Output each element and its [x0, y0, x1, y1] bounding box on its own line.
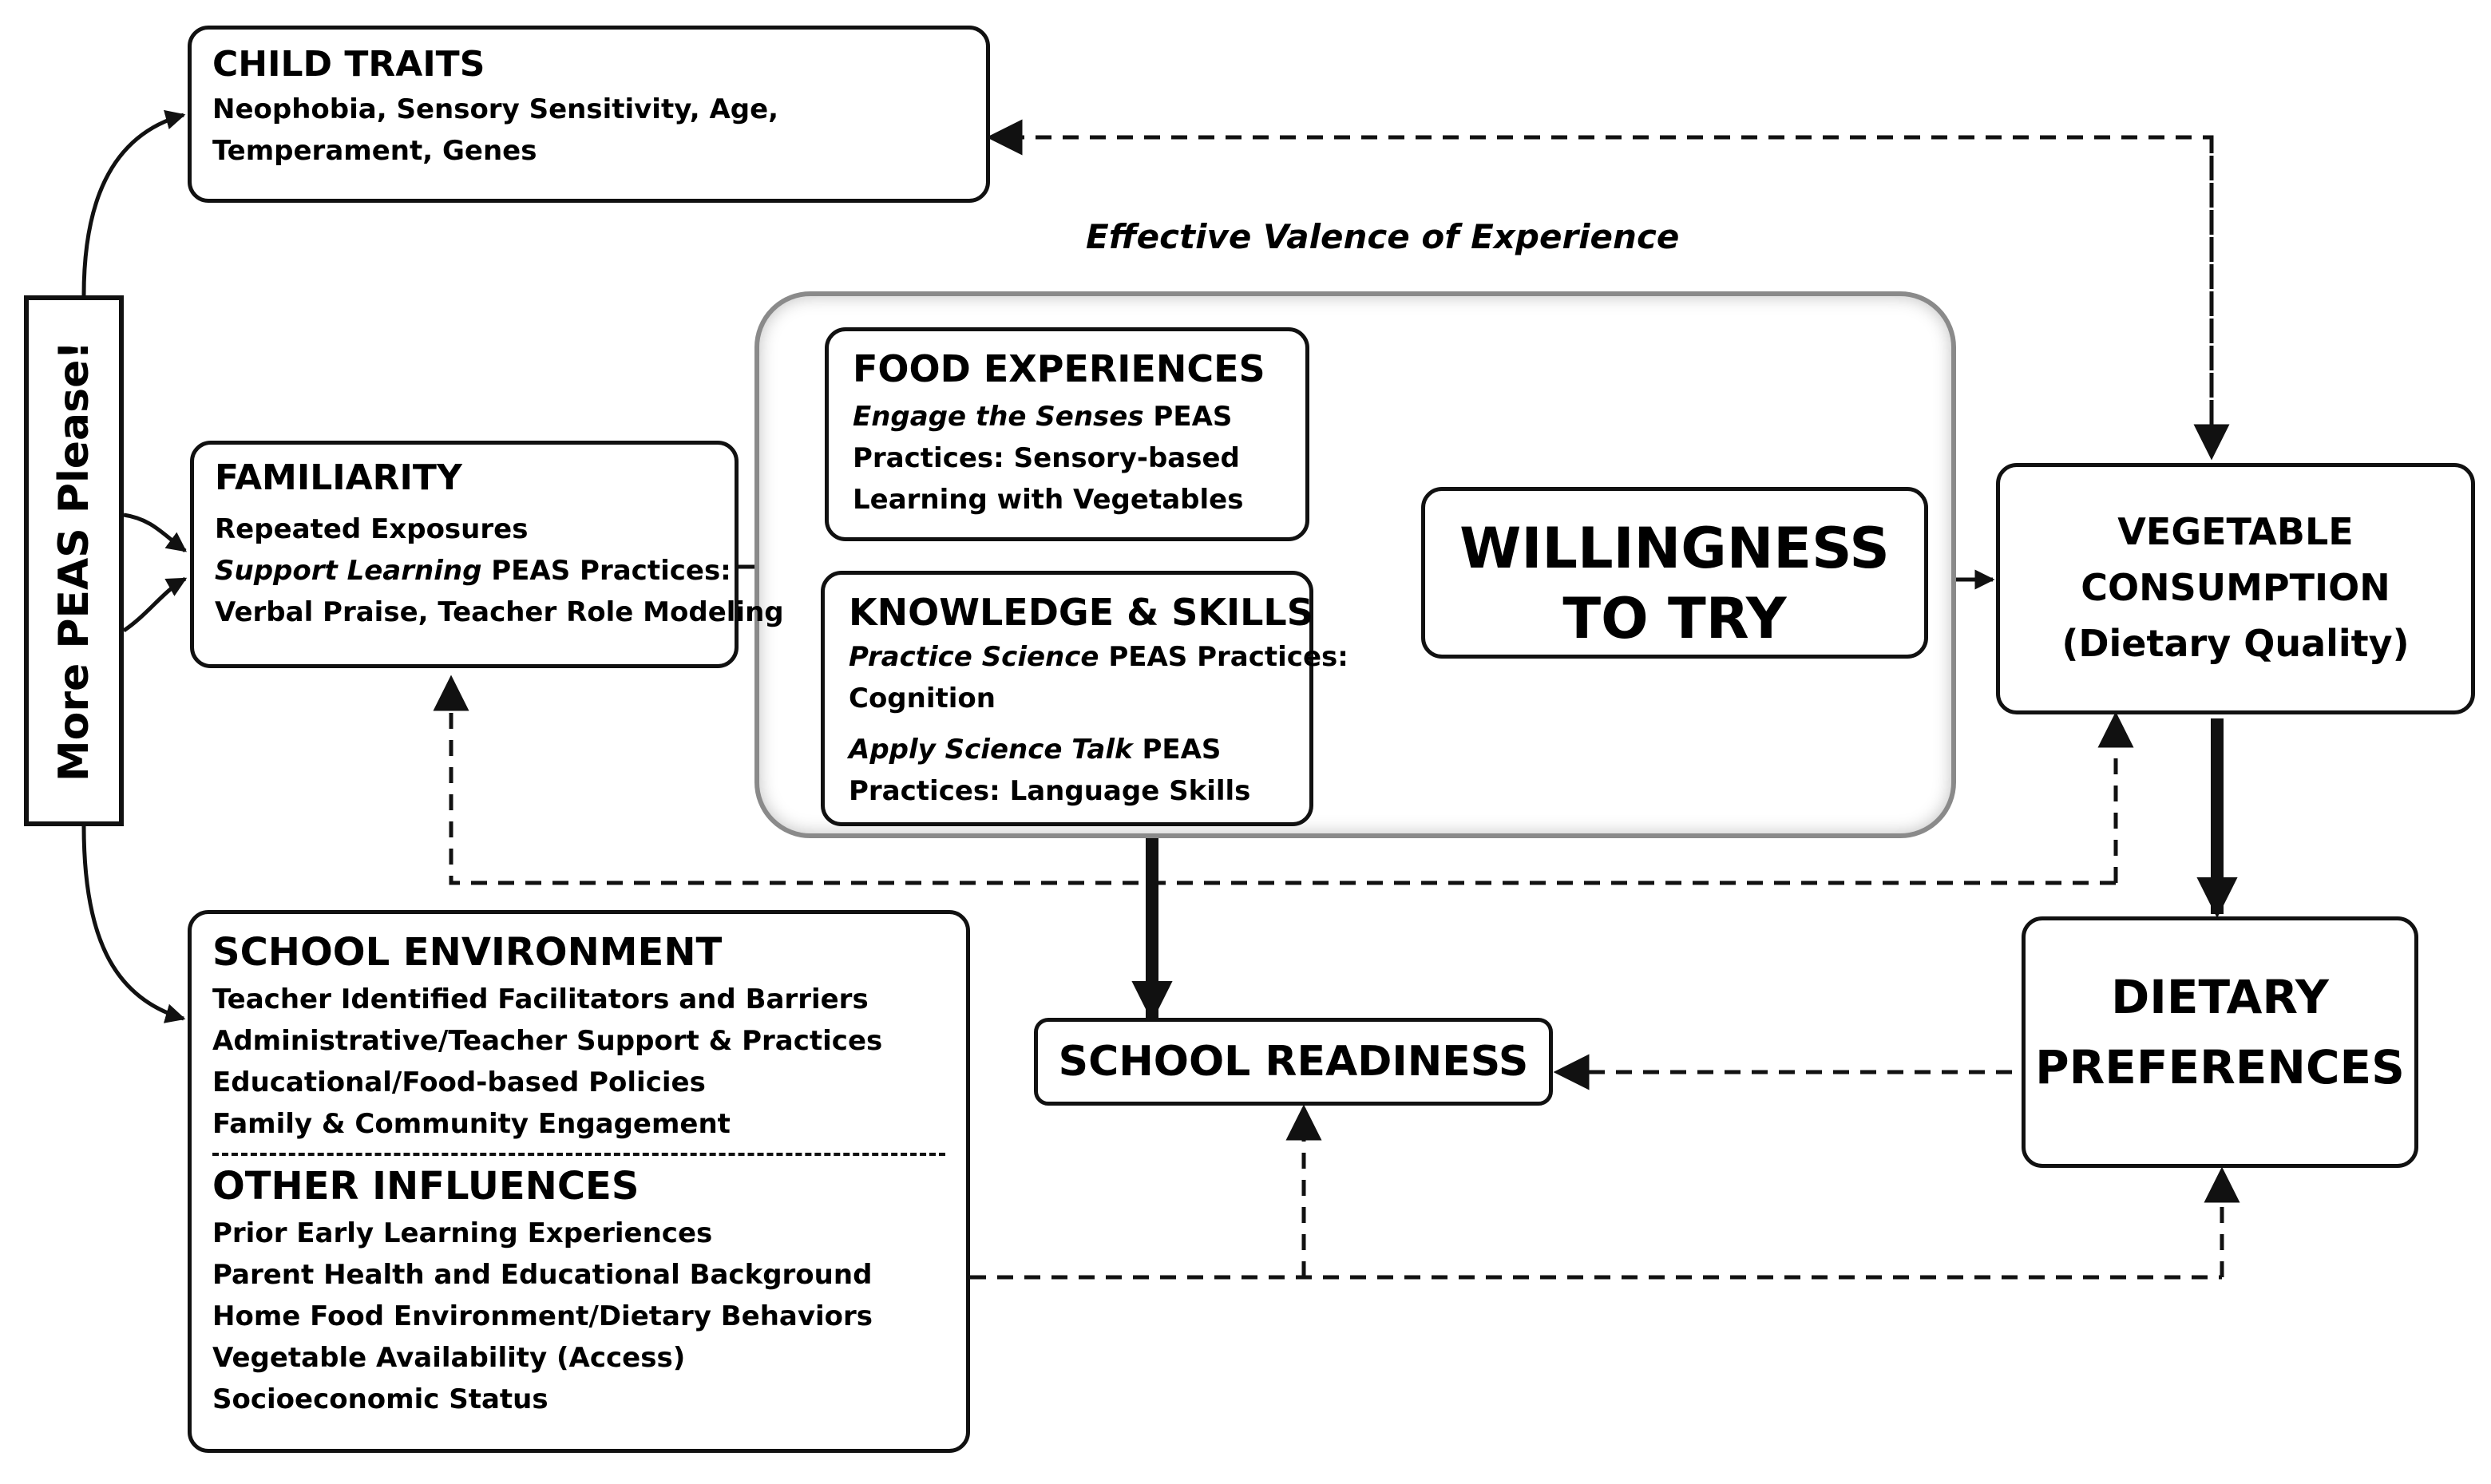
more-peas-please-bar: More PEAS Please!	[24, 295, 124, 826]
apply-science-talk-text: Apply Science Talk	[849, 733, 1133, 766]
school-environment-line: Administrative/Teacher Support & Practic…	[212, 1024, 883, 1057]
familiarity-title: FAMILIARITY	[215, 457, 462, 498]
section-divider	[212, 1152, 945, 1156]
food-experiences-line: Learning with Vegetables	[853, 483, 1244, 516]
food-experiences-box: FOOD EXPERIENCES Engage the Senses PEAS …	[825, 327, 1309, 541]
school-environment-line: Educational/Food-based Policies	[212, 1066, 706, 1098]
willingness-to-try-box: WILLINGNESS TO TRY	[1421, 487, 1928, 659]
knowledge-skills-line: Cognition	[849, 682, 996, 714]
peas-text: PEAS	[1143, 400, 1233, 433]
other-influences-line: Prior Early Learning Experiences	[212, 1217, 713, 1249]
other-influences-line: Socioeconomic Status	[212, 1383, 548, 1415]
knowledge-skills-line: Practice Science PEAS Practices:	[849, 636, 1348, 678]
arrow-sidebar-to-school-environment	[81, 825, 186, 1023]
other-influences-title: OTHER INFLUENCES	[212, 1163, 640, 1209]
food-experiences-title: FOOD EXPERIENCES	[853, 347, 1265, 390]
engage-senses-text: Engage the Senses	[853, 400, 1144, 433]
food-experiences-line: Engage the Senses PEAS	[853, 396, 1281, 437]
child-traits-title: CHILD TRAITS	[212, 44, 485, 85]
vegetable-consumption-box: VEGETABLE CONSUMPTION (Dietary Quality)	[1996, 463, 2475, 714]
knowledge-skills-title: KNOWLEDGE & SKILLS	[849, 591, 1313, 634]
arrow-sidebar-to-child-traits	[81, 109, 186, 296]
child-traits-box: CHILD TRAITS Neophobia, Sensory Sensitiv…	[188, 26, 990, 203]
child-traits-line: Neophobia, Sensory Sensitivity, Age,	[212, 93, 779, 126]
vegetable-consumption-line: VEGETABLE	[2117, 510, 2354, 553]
familiarity-line: Verbal Praise, Teacher Role Modeling	[215, 596, 784, 629]
knowledge-skills-box: KNOWLEDGE & SKILLS Practice Science PEAS…	[821, 571, 1348, 826]
other-influences-line: Parent Health and Educational Background	[212, 1258, 873, 1291]
knowledge-skills-line: Apply Science Talk PEAS	[849, 729, 1285, 770]
school-environment-box: SCHOOL ENVIRONMENT Teacher Identified Fa…	[188, 910, 970, 1453]
familiarity-line: Repeated Exposures	[215, 513, 529, 546]
vegetable-consumption-line: CONSUMPTION	[2081, 566, 2390, 609]
peas-practices-text: PEAS Practices:	[1099, 640, 1348, 673]
school-environment-line: Teacher Identified Facilitators and Barr…	[212, 983, 869, 1015]
dietary-preferences-line: PREFERENCES	[2035, 1040, 2405, 1094]
vegetable-consumption-line: (Dietary Quality)	[2061, 622, 2410, 665]
school-readiness-label: SCHOOL READINESS	[1058, 1038, 1529, 1086]
support-learning-text: Support Learning	[215, 555, 482, 588]
school-readiness-box: SCHOOL READINESS	[1034, 1018, 1553, 1106]
dashed-arrow-loop-to-familiarity	[433, 675, 2116, 885]
arrow-sidebar-to-familiarity-1	[123, 512, 188, 553]
more-peas-please-label: More PEAS Please!	[50, 340, 98, 782]
dietary-preferences-line: DIETARY	[2111, 970, 2329, 1024]
familiarity-line: Support Learning PEAS Practices:	[215, 550, 731, 592]
effective-valence-label: Effective Valence of Experience	[1086, 217, 1680, 256]
school-environment-line: Family & Community Engagement	[212, 1107, 731, 1140]
child-traits-line: Temperament, Genes	[212, 135, 537, 168]
peas-practices-text: PEAS Practices:	[481, 555, 731, 588]
food-experiences-line: Practices: Sensory-based	[853, 441, 1240, 474]
practice-science-text: Practice Science	[849, 640, 1099, 673]
familiarity-box: FAMILIARITY Repeated Exposures Support L…	[190, 441, 784, 668]
other-influences-line: Home Food Environment/Dietary Behaviors	[212, 1300, 873, 1332]
other-influences-line: Vegetable Availability (Access)	[212, 1341, 686, 1374]
knowledge-skills-line: Practices: Language Skills	[849, 774, 1251, 807]
arrow-sidebar-to-familiarity-2	[122, 576, 188, 633]
willingness-line: TO TRY	[1562, 586, 1787, 651]
school-environment-title: SCHOOL ENVIRONMENT	[212, 930, 723, 975]
willingness-line: WILLINGNESS	[1459, 516, 1890, 581]
dietary-preferences-box: DIETARY PREFERENCES	[2022, 916, 2418, 1168]
peas-text: PEAS	[1132, 733, 1222, 766]
